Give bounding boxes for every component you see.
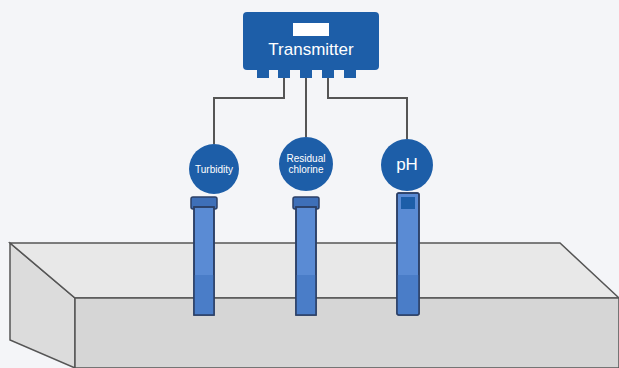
transmitter-box: Transmitter	[243, 12, 379, 70]
sensor-circle: Residual chlorine	[279, 137, 333, 191]
signal-cable	[305, 70, 307, 137]
signal-cable	[328, 70, 407, 139]
signal-cable	[214, 70, 284, 144]
node-label: Transmitter	[268, 41, 353, 60]
node-label: pH	[396, 156, 418, 175]
display-window	[293, 23, 329, 36]
sensor-circle: Turbidity	[189, 144, 239, 194]
sensor-circle: pH	[381, 139, 433, 191]
node-label: Turbidity	[195, 164, 233, 175]
basin-front	[75, 298, 619, 368]
node-label: Residual chlorine	[284, 153, 328, 175]
sensor-probes	[191, 193, 419, 315]
